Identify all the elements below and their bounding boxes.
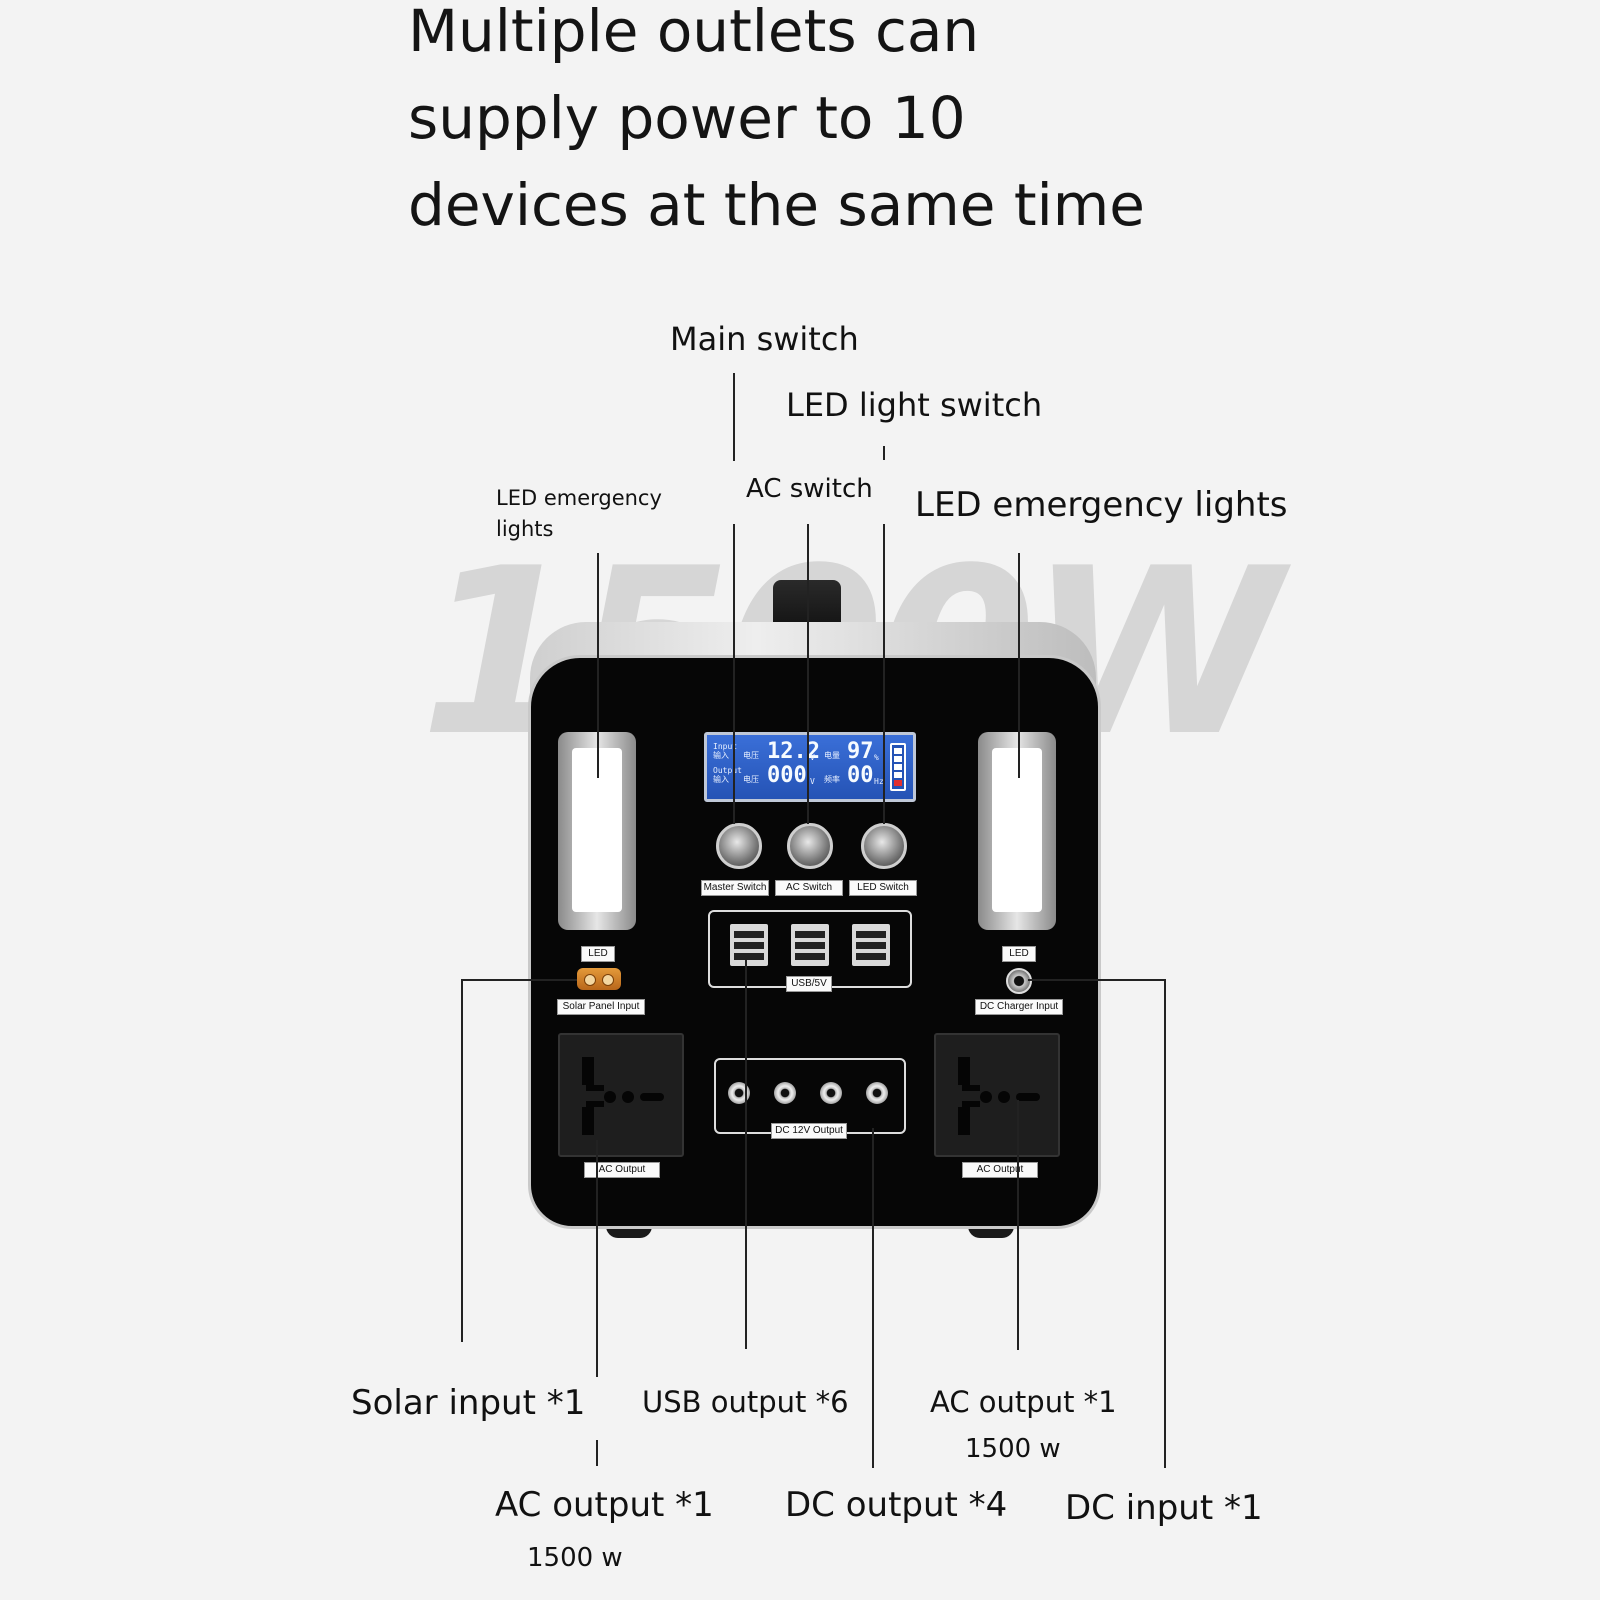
usb-port-icon: [852, 924, 890, 966]
dc-output-port: [774, 1082, 796, 1104]
ac-outlet-left: [558, 1033, 684, 1157]
tag-led-switch: LED Switch: [849, 880, 917, 896]
led-emergency-light-right: [978, 732, 1056, 930]
callout-solar-input: Solar input *1: [351, 1383, 586, 1423]
tag-ac-output-left: AC Output: [584, 1162, 660, 1178]
callout-ac-switch: AC switch: [746, 474, 873, 504]
leader-solar-h: [461, 979, 577, 981]
lcd-voltage-cn-1: 电压: [743, 751, 759, 760]
ac-switch-knob[interactable]: [787, 823, 833, 869]
lcd-unit-v-1: V: [810, 753, 815, 762]
lcd-unit-hz: Hz: [874, 777, 884, 786]
leader-led-right: [1018, 553, 1020, 778]
leader-solar-v: [461, 979, 463, 1342]
solar-panel-input-port: [577, 968, 621, 990]
tag-led-right: LED: [1002, 946, 1036, 962]
dc-output-port: [820, 1082, 842, 1104]
dc-output-group: [714, 1058, 906, 1134]
callout-ac-output-right-power: 1500 w: [965, 1434, 1061, 1464]
headline-line-3: devices at the same time: [408, 171, 1145, 239]
leader-dc-output: [872, 1128, 874, 1468]
headline-line-1: Multiple outlets can: [408, 0, 980, 65]
leader-ac-left-lower: [596, 1440, 598, 1466]
leader-led-switch: [883, 524, 885, 824]
leader-led-switch-upper: [883, 446, 885, 460]
leader-usb: [745, 958, 747, 1349]
tag-solar-panel-input: Solar Panel Input: [557, 999, 645, 1015]
dc-charger-input-port: [1006, 968, 1032, 994]
dc-output-port: [866, 1082, 888, 1104]
lcd-output-voltage: 000: [767, 763, 807, 788]
leader-dc-input-v: [1164, 979, 1166, 1468]
lcd-input-voltage: 12.2: [767, 739, 820, 764]
callout-usb-output: USB output *6: [642, 1385, 849, 1419]
master-switch-knob[interactable]: [716, 823, 762, 869]
tag-led-left: LED: [581, 946, 615, 962]
lcd-output-cn: 输入: [713, 775, 729, 784]
tag-ac-switch: AC Switch: [775, 880, 843, 896]
ac-outlet-right: [934, 1033, 1060, 1157]
callout-ac-output-left-power: 1500 w: [527, 1543, 623, 1573]
lcd-display: Input 输入 电压 12.2 V 电量 97 % Output 输入 电压 …: [704, 732, 916, 802]
lcd-voltage-cn-2: 电压: [743, 775, 759, 784]
tag-dc-12v-output: DC 12V Output: [771, 1123, 847, 1139]
lcd-capacity-cn: 电量: [824, 751, 840, 760]
callout-ac-output-left: AC output *1: [495, 1485, 714, 1525]
leader-main-switch-upper: [733, 373, 735, 461]
leader-ac-switch: [807, 524, 809, 824]
callout-dc-input: DC input *1: [1065, 1488, 1263, 1528]
callout-led-light-switch: LED light switch: [786, 386, 1043, 424]
leader-main-switch: [733, 524, 735, 824]
headline: Multiple outlets can supply power to 10 …: [408, 0, 1308, 249]
tag-ac-output-right: AC Output: [962, 1162, 1038, 1178]
lcd-battery-percent: 97: [847, 739, 874, 764]
usb-port-icon: [730, 924, 768, 966]
led-emergency-light-left: [558, 732, 636, 930]
lcd-input-cn: 输入: [713, 751, 729, 760]
callout-led-emergency-left-1: LED emergency: [496, 486, 662, 510]
callout-led-emergency-right: LED emergency lights: [915, 485, 1288, 525]
battery-level-icon: [890, 743, 906, 791]
leader-ac-right: [1017, 1100, 1019, 1350]
tag-master-switch: Master Switch: [701, 880, 769, 896]
tag-dc-charger-input: DC Charger Input: [975, 999, 1063, 1015]
callout-ac-output-right: AC output *1: [930, 1385, 1117, 1419]
lcd-unit-v-2: V: [810, 777, 815, 786]
lcd-unit-percent: %: [874, 753, 879, 762]
headline-line-2: supply power to 10: [408, 84, 966, 152]
tag-usb: USB/5V: [786, 976, 832, 992]
callout-led-emergency-left-2: lights: [496, 517, 554, 541]
lcd-output-label: Output: [713, 766, 742, 775]
callout-dc-output: DC output *4: [785, 1485, 1008, 1525]
dc-output-port: [728, 1082, 750, 1104]
leader-led-left: [597, 553, 599, 778]
lcd-frequency-cn: 频率: [824, 775, 840, 784]
leader-ac-left: [596, 1140, 598, 1377]
callout-main-switch: Main switch: [670, 320, 859, 358]
usb-port-icon: [791, 924, 829, 966]
lcd-input-label: Input: [713, 742, 738, 751]
lcd-frequency: 00: [847, 763, 874, 788]
leader-dc-input-h: [1028, 979, 1166, 981]
led-switch-knob[interactable]: [861, 823, 907, 869]
